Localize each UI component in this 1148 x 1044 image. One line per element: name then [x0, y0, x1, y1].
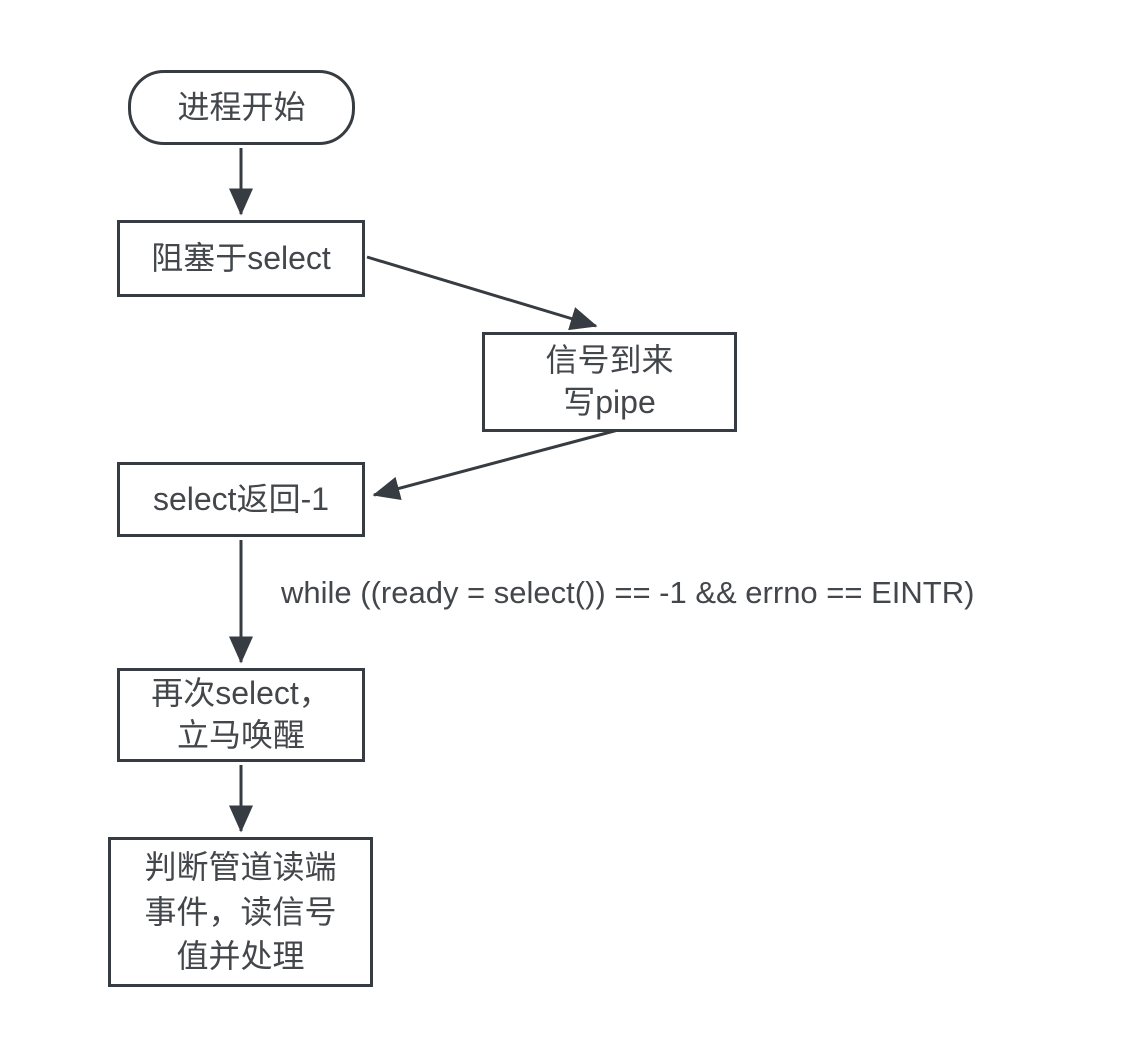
node-block-on-select: 阻塞于select	[117, 220, 365, 297]
edge-label-while-condition: while ((ready = select()) == -1 && errno…	[281, 575, 975, 610]
node-process-start: 进程开始	[128, 70, 355, 145]
node-signal-arrives-write-pipe: 信号到来 写pipe	[482, 332, 737, 432]
node-handle-pipe-read-event: 判断管道读端 事件，读信号 值并处理	[108, 837, 373, 987]
edge-signal-to-select-returns	[372, 428, 619, 501]
node-select-again-wake: 再次select， 立马唤醒	[117, 668, 365, 762]
edge-block-to-signal	[366, 255, 598, 331]
node-select-returns-minus1: select返回-1	[117, 462, 365, 537]
